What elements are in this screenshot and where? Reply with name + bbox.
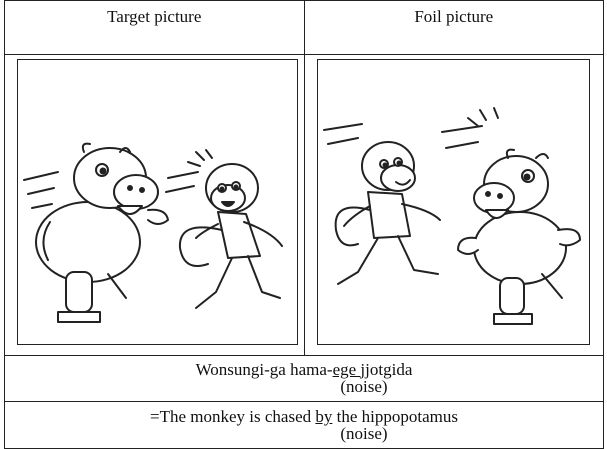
foil-picture-frame xyxy=(316,59,590,345)
hippo-figure xyxy=(440,107,581,325)
target-picture-frame xyxy=(17,59,298,345)
header-foil: Foil picture xyxy=(303,0,604,55)
korean-sentence: Wonsungi-ga hama-ege jjotgida xyxy=(195,360,413,379)
noise-label: (noise) xyxy=(340,377,388,396)
header-foil-label: Foil picture xyxy=(414,7,494,26)
monkey-figure xyxy=(165,149,283,309)
foil-picture-cell xyxy=(303,54,604,356)
header-target-label: Target picture xyxy=(107,7,202,26)
target-picture-cell xyxy=(4,54,305,356)
hippo-figure xyxy=(23,142,169,323)
english-translation-row: =The monkey is chased by the hippopotamu… xyxy=(4,401,604,449)
foil-picture-illustration xyxy=(322,107,581,325)
korean-sentence-row: Wonsungi-ga hama-ege jjotgida (noise) xyxy=(4,355,604,402)
noise-label: (noise) xyxy=(340,424,388,443)
monkey-figure xyxy=(322,123,441,285)
stimulus-table: Target picture Foil picture xyxy=(4,0,604,449)
english-translation: =The monkey is chased by the hippopotamu… xyxy=(150,407,458,426)
header-target: Target picture xyxy=(4,0,305,55)
target-picture-illustration xyxy=(23,142,283,323)
